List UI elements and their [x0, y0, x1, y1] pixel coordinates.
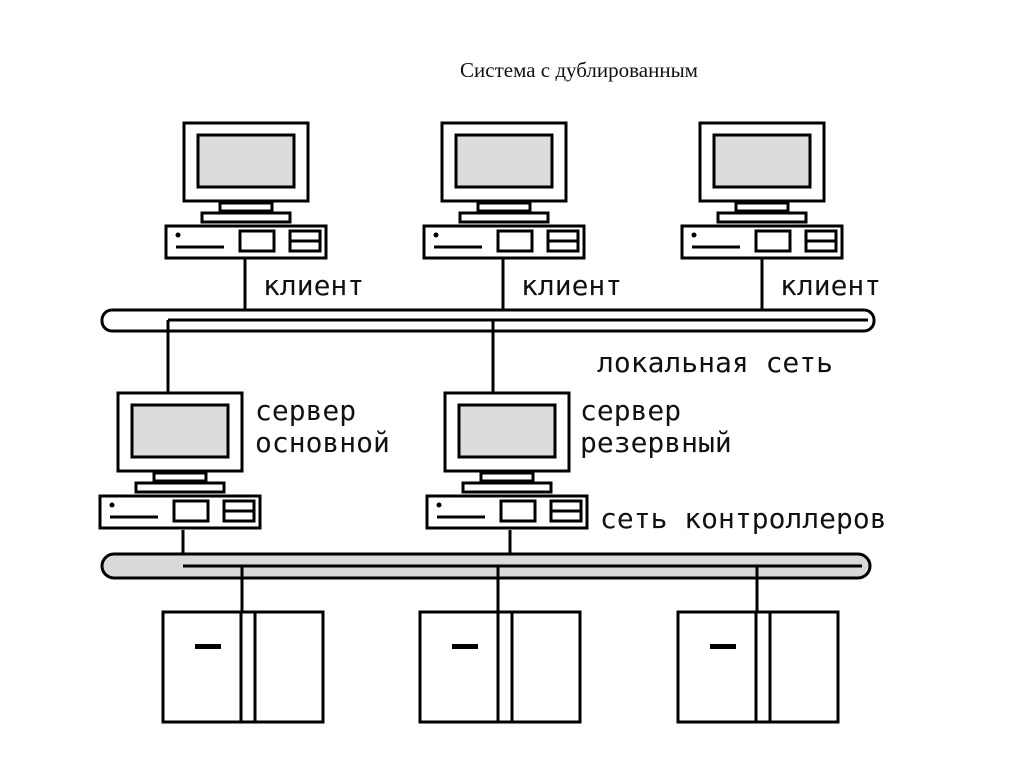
local-network-label: локальная сеть: [597, 346, 833, 379]
server-main-label-line2: основной: [255, 426, 390, 459]
server-main-label-line1: сервер: [255, 394, 356, 427]
client-label-1: клиент: [263, 269, 364, 302]
diagram-title: Система с дублированным: [460, 58, 698, 82]
server-backup: [425, 391, 589, 530]
server-backup-label-line2: резервный: [580, 426, 732, 459]
controller-1: [161, 610, 325, 724]
client-workstation-2: [422, 121, 586, 260]
server-backup-label-line1: сервер: [580, 394, 681, 427]
local-network-bus: [100, 308, 876, 333]
controller-2: [418, 610, 582, 724]
client-workstation-3: [680, 121, 844, 260]
controller-network-bus: [100, 552, 872, 580]
client-label-2: клиент: [521, 269, 622, 302]
controller-network-label: сеть контроллеров: [600, 502, 887, 535]
controller-3: [676, 610, 840, 724]
client-label-3: клиент: [780, 269, 881, 302]
client-workstation-1: [164, 121, 328, 260]
server-main: [98, 391, 262, 530]
